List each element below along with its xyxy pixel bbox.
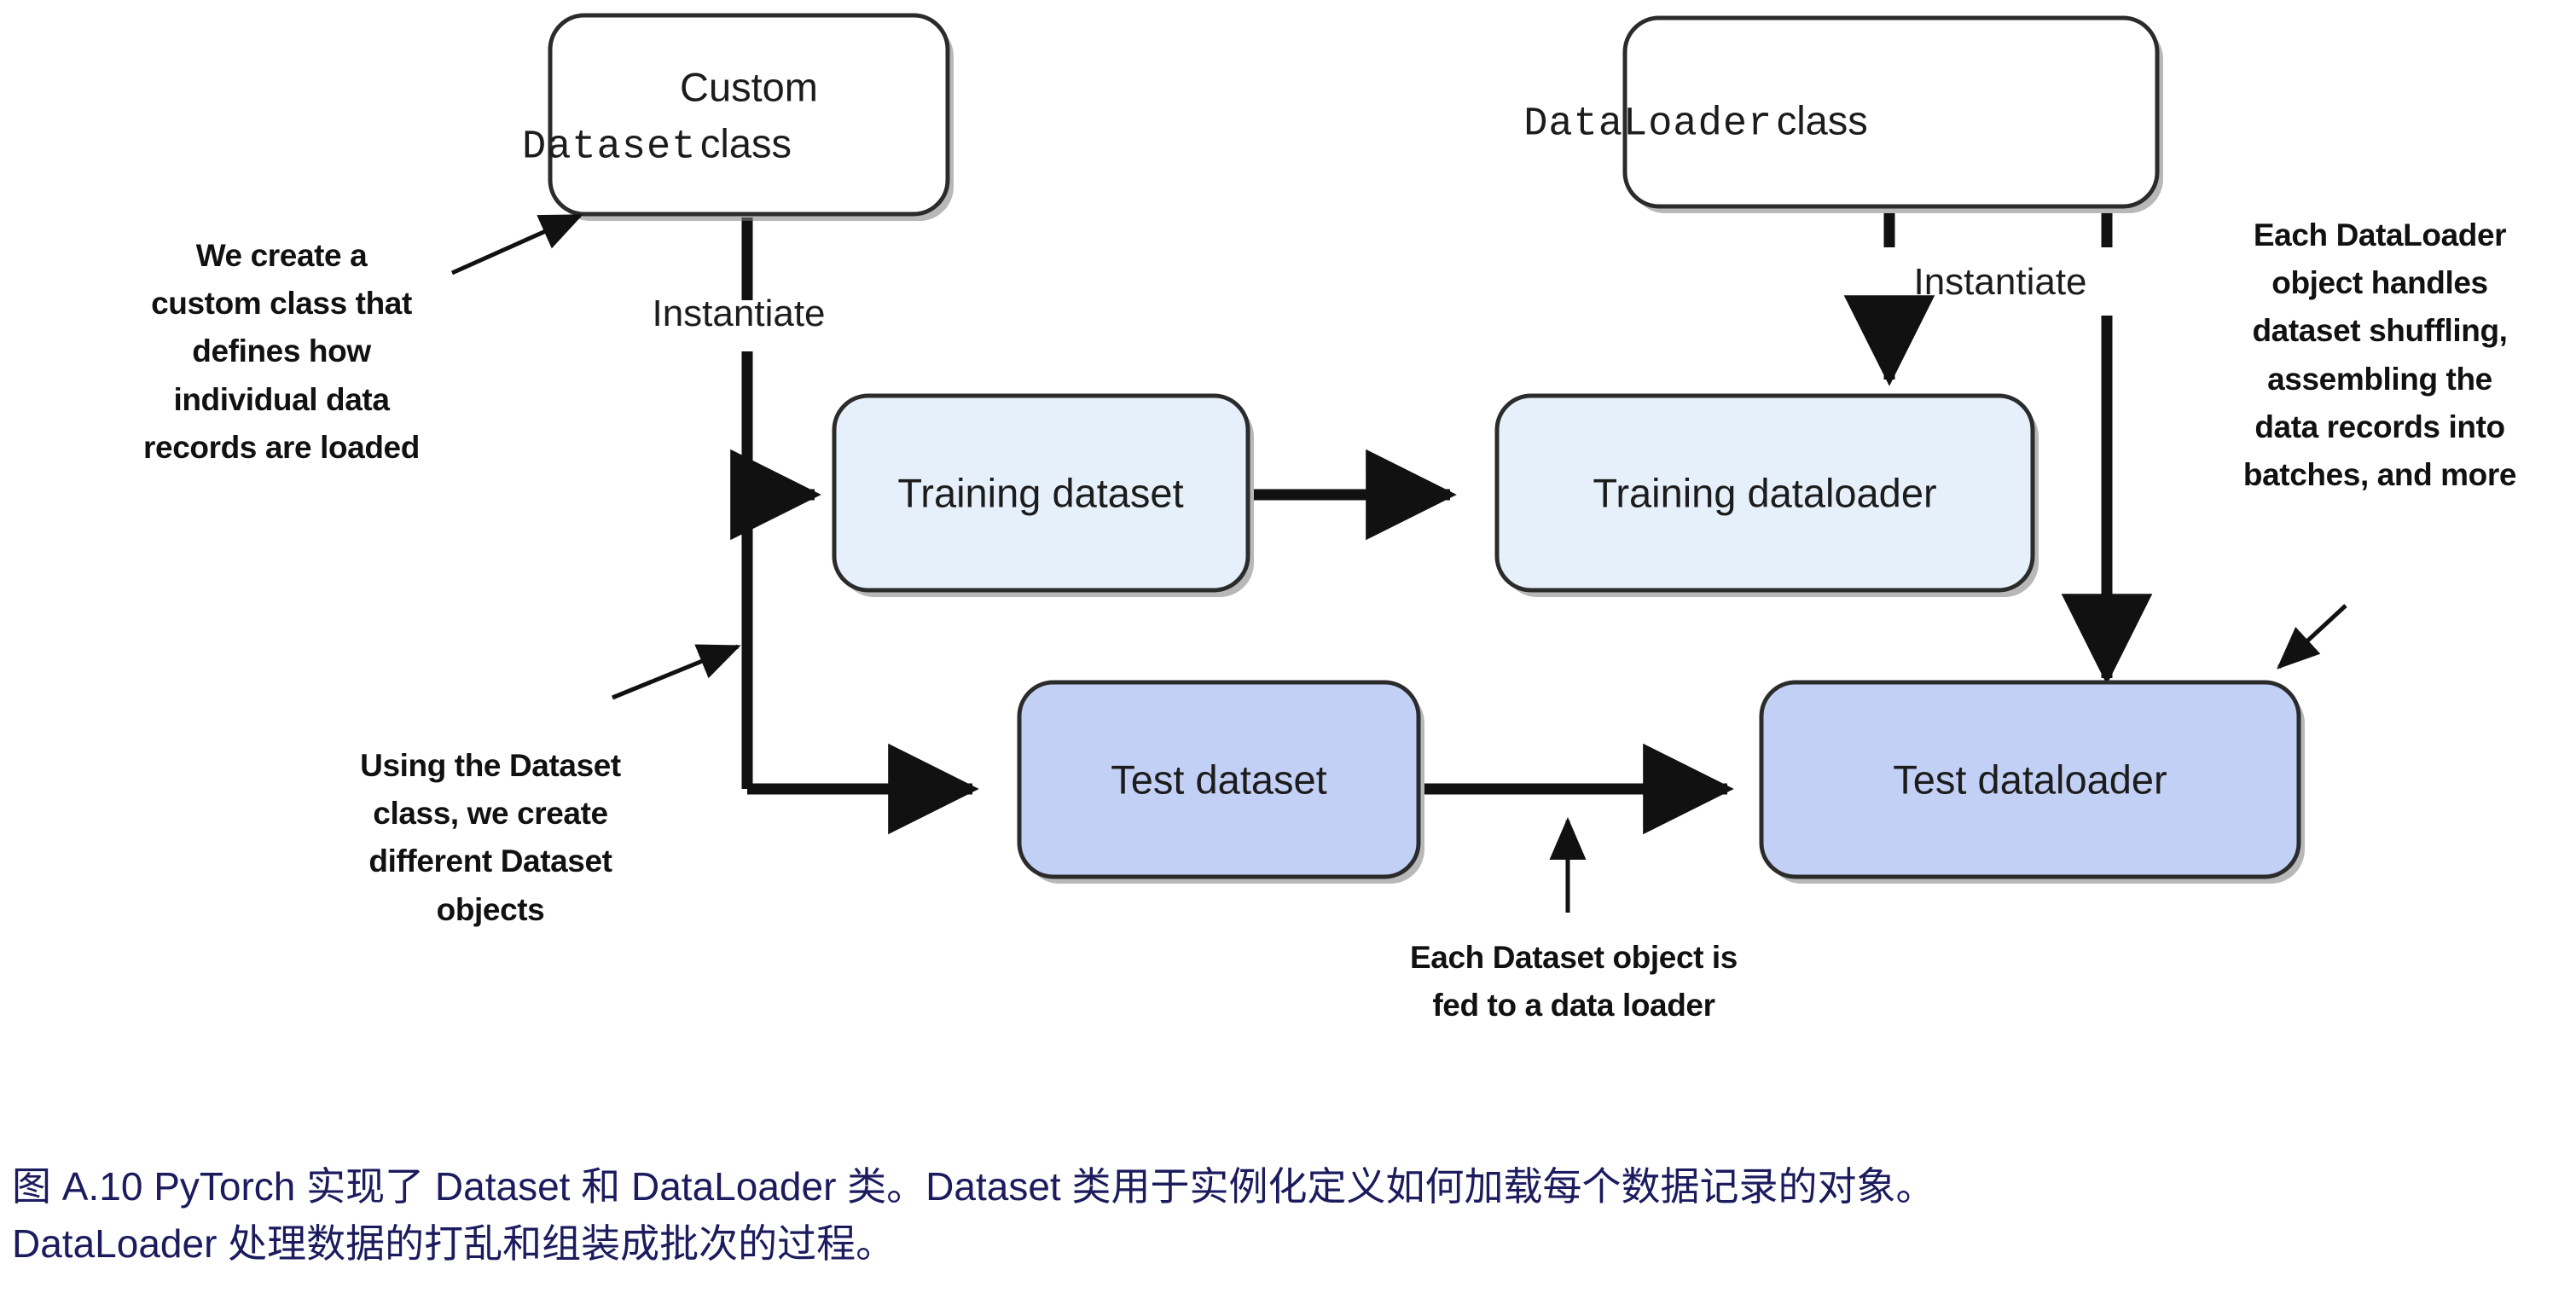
dataloader-class-plain-token: class <box>1777 97 1868 142</box>
training-dataloader-label: Training dataloader <box>1593 470 1936 515</box>
figure-caption: 图 A.10 PyTorch 实现了 Dataset 和 DataLoader … <box>12 1164 1935 1267</box>
test-dataset-label: Test dataset <box>1111 757 1326 802</box>
training-dataset-label: Training dataset <box>897 470 1183 515</box>
dataloader-class-label: DataLoader class <box>1523 97 1868 147</box>
leader-arrow-right <box>2277 604 2347 670</box>
test-dataloader-label: Test dataloader <box>1893 757 2167 802</box>
instantiate-label-right: Instantiate <box>1913 261 2086 303</box>
custom-dataset-class-line1: Custom <box>680 64 818 109</box>
annotation-right: Each DataLoader object handles dataset s… <box>2242 217 2517 493</box>
training-dataset-box[interactable] <box>832 393 1250 593</box>
annotation-left-top: We create a custom class that defines ho… <box>143 238 420 465</box>
test-dataloader-box[interactable] <box>1759 680 2301 879</box>
annotation-bottom: Each Dataset object is fed to a data loa… <box>1410 940 1738 1023</box>
instantiate-label-left: Instantiate <box>652 293 825 334</box>
custom-dataset-class-mono-token: Dataset <box>522 125 696 170</box>
dataloader-class-mono-token: DataLoader <box>1523 101 1772 147</box>
custom-dataset-class-plain-token: class <box>700 120 792 165</box>
dataloader-class-box[interactable] <box>1622 15 2160 209</box>
custom-dataset-class-line2: Dataset class <box>522 120 792 170</box>
leader-arrow-left-bottom <box>612 644 741 700</box>
test-dataset-box[interactable] <box>1017 680 1421 879</box>
custom-dataset-class-box[interactable] <box>548 13 950 217</box>
leader-arrow-left-top <box>450 213 583 275</box>
annotation-left-bottom: Using the Dataset class, we create diffe… <box>360 748 621 927</box>
training-dataloader-box[interactable] <box>1494 393 2035 593</box>
